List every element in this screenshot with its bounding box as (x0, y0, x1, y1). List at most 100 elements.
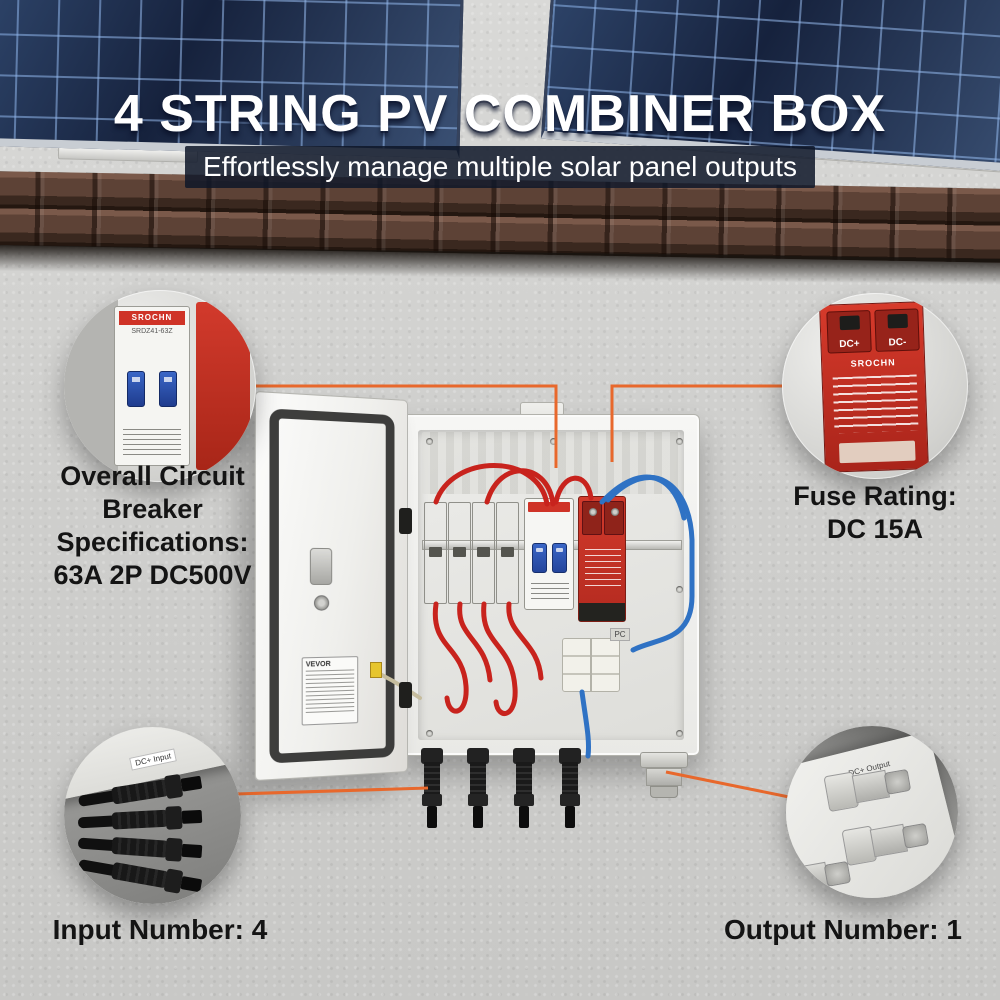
subtitle-row: Effortlessly manage multiple solar panel… (0, 146, 1000, 188)
plug-collar (165, 805, 183, 830)
breaker-closeup: SROCHN SRDZ41-63Z (114, 306, 190, 466)
gland-cap (901, 822, 930, 849)
caption-line: Fuse Rating: (793, 481, 957, 511)
breaker-model-label: SRDZ41-63Z (131, 328, 173, 335)
surge-module-dc-minus: DC- (874, 308, 920, 352)
breaker-toggle-icon (159, 371, 177, 407)
mc4-nut (468, 794, 488, 806)
closeup-background (64, 290, 118, 482)
pc-tag: PC (610, 628, 630, 641)
mc4-connector-3 (513, 748, 535, 830)
breaker-toggle-1 (532, 543, 547, 573)
surge-brand-label: SROCHN (850, 357, 896, 369)
vevor-label: VEVOR (301, 656, 359, 726)
caption-breaker-specs: Overall Circuit Breaker Specifications: … (10, 460, 295, 592)
caption-fuse-rating: Fuse Rating: DC 15A (742, 480, 1000, 546)
page-title: 4 STRING PV COMBINER BOX (113, 85, 887, 143)
vevor-brand-text: VEVOR (305, 660, 331, 669)
caption-input-number: Input Number: 4 (52, 914, 268, 945)
breaker-brand-strip (528, 502, 570, 512)
breaker-toggle-2 (552, 543, 567, 573)
gland-hex-nut (640, 752, 688, 768)
caption-output-number: Output Number: 1 (724, 914, 962, 945)
surge-base (579, 603, 625, 621)
label-fine-print (305, 669, 355, 717)
panel-screw (676, 730, 683, 737)
mc4-body (562, 762, 578, 796)
surge-closeup: DC+ DC- SROCHN (819, 301, 929, 473)
dc-minus-label: DC- (888, 336, 907, 349)
mc4-body (424, 762, 440, 796)
surge-protector (578, 496, 626, 622)
terminal-screw-icon (887, 313, 908, 329)
plug-collar (163, 868, 184, 894)
mc4-tip (427, 806, 437, 828)
mc4-body (470, 762, 486, 796)
breaker-fine-print (123, 429, 181, 455)
mc4-nut (560, 794, 580, 806)
gland-cap (883, 768, 912, 795)
combiner-box: VEVOR (250, 390, 720, 840)
mc4-connector-2 (467, 748, 489, 830)
mc4-connector-1 (421, 748, 443, 830)
gland-body (646, 768, 682, 786)
mc4-connector-4 (559, 748, 581, 830)
hinge-bottom (399, 682, 412, 708)
mc4-nut (514, 794, 534, 806)
plug-collar (165, 837, 183, 862)
fuse-holder-3 (472, 502, 495, 604)
breaker-spec-text (531, 583, 569, 601)
fuse-holder-4 (496, 502, 519, 604)
mc4-collar (467, 748, 489, 764)
plug-tip (181, 809, 203, 824)
fuse-holder-1 (424, 502, 447, 604)
surge-spec-lines (832, 374, 919, 434)
terminal-screw-icon (839, 315, 860, 331)
plug-tip (180, 775, 203, 792)
mc4-collar (421, 748, 443, 764)
plug-tip (180, 876, 203, 893)
surge-device-partial (196, 302, 250, 470)
surge-module-2 (604, 501, 624, 535)
breaker-brand-label: SROCHN (119, 311, 185, 325)
hinge-top (399, 508, 412, 534)
plug-collar (163, 773, 184, 800)
mc4-collar (559, 748, 581, 764)
door-latch (309, 547, 333, 585)
mc4-tip (565, 806, 575, 828)
mc4-collar (513, 748, 535, 764)
terminal-block (562, 638, 620, 692)
ground-lug (370, 662, 382, 678)
mc4-nut (422, 794, 442, 806)
output-cable-gland (640, 752, 688, 800)
panel-screw (676, 438, 683, 445)
mc4-tip (473, 806, 483, 828)
mc4-tip (519, 806, 529, 828)
panel-screw (676, 586, 683, 593)
caption-line: Breaker (102, 493, 203, 524)
plug-body (111, 809, 169, 830)
plug-tip (181, 843, 203, 859)
door-lock-hole (313, 595, 330, 611)
surge-spec-text (585, 549, 621, 589)
mc4-body (516, 762, 532, 796)
callout-circle-output: DC+ Output (786, 726, 958, 898)
callout-circle-breaker: SROCHN SRDZ41-63Z (64, 290, 256, 482)
callout-circle-surge: DC+ DC- SROCHN (782, 293, 968, 479)
gland-cap (650, 786, 678, 798)
panel-screw (426, 438, 433, 445)
panel-screw (426, 730, 433, 737)
gland-cap (823, 860, 852, 887)
caption-line: DC 15A (826, 513, 924, 544)
surge-module-1 (582, 501, 602, 535)
surge-module-dc-plus: DC+ (826, 310, 872, 354)
breaker-toggle-icon (127, 371, 145, 407)
dc-circuit-breaker (524, 498, 574, 610)
callout-circle-input: DC+ Input (64, 727, 241, 904)
surge-rating-tag (838, 440, 916, 464)
page-subtitle: Effortlessly manage multiple solar panel… (184, 146, 816, 188)
dc-plus-label: DC+ (839, 338, 860, 351)
caption-line: Specifications: (56, 526, 249, 557)
caption-line: Overall Circuit (60, 461, 245, 491)
